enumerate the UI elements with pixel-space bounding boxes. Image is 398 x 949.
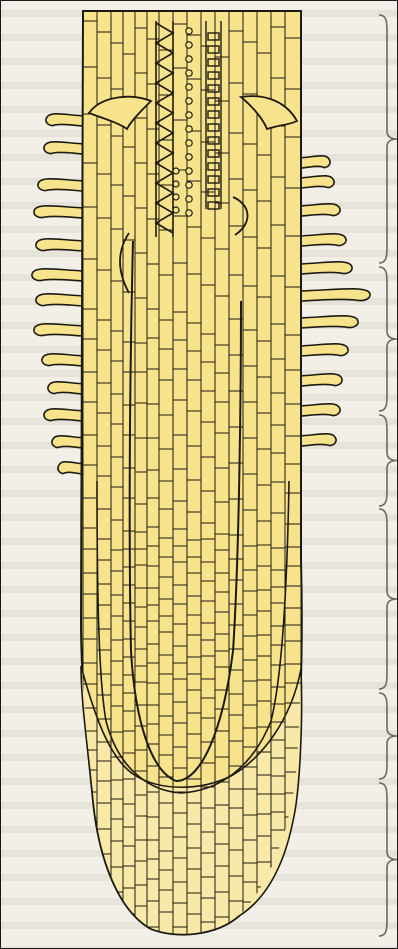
root-hair [34, 324, 85, 336]
root-hair [46, 114, 85, 126]
root-hair [42, 354, 85, 366]
phloem-dot [186, 56, 192, 62]
phloem-dot [186, 126, 192, 132]
phloem-dot [186, 28, 192, 34]
phloem-dot [173, 168, 179, 174]
phloem-dot [186, 70, 192, 76]
root-hair [34, 206, 85, 218]
root-hair [299, 262, 352, 274]
phloem-dot [186, 42, 192, 48]
phloem-dot [186, 154, 192, 160]
root-hair [36, 294, 85, 306]
root-hair [299, 344, 348, 356]
root-hair [299, 374, 342, 386]
root-hair [36, 239, 85, 251]
root-hair [299, 204, 340, 216]
phloem-dot [173, 207, 179, 213]
phloem-dot [173, 194, 179, 200]
phloem-dot [186, 112, 192, 118]
root-hair [44, 142, 85, 154]
root-hair [48, 382, 85, 394]
phloem-dot [186, 140, 192, 146]
phloem-dot [186, 210, 192, 216]
root-hair [299, 316, 358, 328]
root-hair [299, 289, 370, 301]
phloem-dot [186, 182, 192, 188]
root-hair [44, 409, 85, 421]
phloem-dot [186, 196, 192, 202]
root-hair [38, 179, 85, 191]
phloem-dot [186, 84, 192, 90]
root-hair [299, 176, 334, 188]
root-hair [52, 436, 85, 448]
root-hair [299, 156, 330, 168]
root-hair [299, 404, 340, 416]
phloem-dot [186, 168, 192, 174]
root-hair [299, 234, 346, 246]
root-hair [32, 269, 85, 281]
phloem-dot [186, 98, 192, 104]
phloem-dot [173, 181, 179, 187]
root-hair [299, 434, 336, 446]
